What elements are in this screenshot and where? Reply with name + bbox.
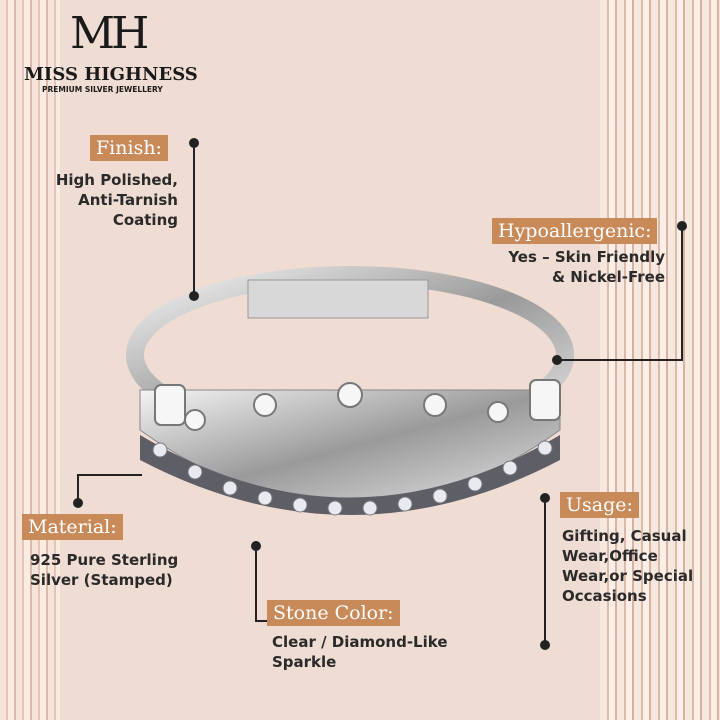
connector-line [255,620,267,622]
hypoallergenic-description: Yes – Skin Friendly & Nickel-Free [508,247,665,287]
connector-line [557,359,683,361]
stone-color-description: Clear / Diamond-Like Sparkle [272,632,448,672]
connector-line [255,546,257,622]
material-line: Silver (Stamped) [30,571,173,589]
connector-dot [540,640,550,650]
material-label: Material: [22,514,123,540]
usage-line: Gifting, Casual [562,527,687,545]
usage-line: Wear,Office [562,547,658,565]
brand-monogram: MH [70,8,149,59]
stone-color-label: Stone Color: [267,600,400,626]
connector-line [77,474,142,476]
connector-line [544,498,546,645]
material-description: 925 Pure Sterling Silver (Stamped) [30,550,178,590]
brand-tagline: PREMIUM SILVER JEWELLERY [42,85,163,94]
finish-label: Finish: [90,135,168,161]
connector-line [681,226,683,361]
finish-line: Coating [112,211,178,229]
connector-line [77,475,79,503]
finish-description: High Polished, Anti-Tarnish Coating [56,170,178,230]
usage-label: Usage: [560,492,639,518]
usage-description: Gifting, Casual Wear,Office Wear,or Spec… [562,526,693,606]
stone-color-line: Clear / Diamond-Like [272,633,448,651]
hypoallergenic-label: Hypoallergenic: [492,218,658,244]
hypoallergenic-line: & Nickel-Free [551,268,665,286]
finish-line: High Polished, [55,171,178,189]
connector-dot [73,498,83,508]
material-line: 925 Pure Sterling [30,551,179,569]
crown-ring-image [126,266,574,516]
usage-line: Occasions [562,587,647,605]
brand-name: MISS HIGHNESS [24,64,198,85]
usage-line: Wear,or Special [562,567,694,585]
hypoallergenic-line: Yes – Skin Friendly [508,248,665,266]
left-stripe-decoration [0,0,60,720]
connector-line [193,143,195,296]
connector-dot [552,355,562,365]
stone-color-line: Sparkle [272,653,337,671]
connector-dot [189,291,199,301]
finish-line: Anti-Tarnish [78,191,178,209]
